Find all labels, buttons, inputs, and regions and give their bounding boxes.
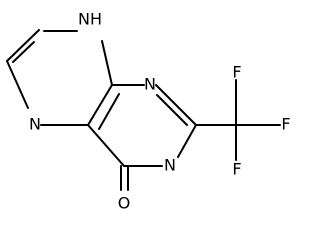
atom-label-n8h: NH bbox=[78, 10, 102, 29]
atom-label-o4: O bbox=[118, 194, 131, 213]
atom-label-n1: N bbox=[144, 75, 156, 94]
bond-c2-n3 bbox=[177, 124, 197, 158]
atom-label-f-top: F bbox=[232, 63, 241, 82]
bond-c4-c4a bbox=[87, 124, 125, 167]
bond-n1-c2 bbox=[155, 84, 197, 126]
bond-c7-c6 bbox=[6, 29, 40, 62]
bond-n1-c2-double bbox=[156, 94, 188, 126]
pteridinone-structure: NH N N N O F F F bbox=[6, 9, 291, 213]
atom-label-f-right: F bbox=[281, 115, 290, 134]
atom-label-n3: N bbox=[164, 156, 176, 175]
bond-c4a-c8a bbox=[87, 84, 113, 126]
bonds bbox=[6, 29, 281, 191]
atom-labels: NH N N N O F F F bbox=[29, 10, 291, 213]
bond-c8a-n8 bbox=[101, 40, 113, 86]
bond-c4a-c8a-double bbox=[98, 93, 120, 130]
bond-c6-n5 bbox=[6, 60, 29, 109]
atom-label-f-bottom: F bbox=[232, 160, 241, 179]
atom-label-n5: N bbox=[29, 115, 41, 134]
bond-c7-c6-double bbox=[12, 41, 35, 63]
